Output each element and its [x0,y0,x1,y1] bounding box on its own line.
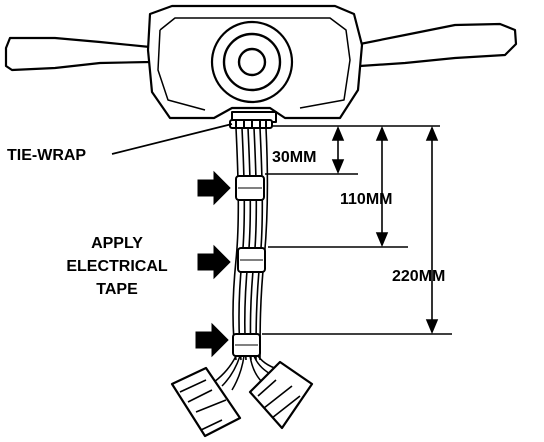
left-connector-face [179,379,227,431]
left-connector [170,366,242,438]
tie-wrap-label: TIE-WRAP [7,147,86,164]
boss-hole [237,47,267,77]
apply-label-line-2: ELECTRICAL [66,258,168,275]
tape-arrows [195,170,231,358]
tie-wrap [229,119,273,129]
wire-harness [232,127,269,361]
switch-assembly [4,4,518,123]
housing-inner-edge [157,17,351,111]
dim-30-label: 30MM [272,149,316,166]
apply-label-line-3: TAPE [96,281,138,298]
left-stalk [4,36,152,72]
arrow-icon [195,322,229,358]
arrow-icon [197,170,231,206]
dim-110-label: 110MM [340,191,392,208]
dimension-lines [262,125,452,335]
right-connector-face [257,379,301,419]
tie-wrap-leader [111,123,233,155]
apply-label-line-1: APPLY [91,235,143,252]
connectors [170,360,314,438]
tape-wraps [232,175,266,357]
right-stalk [353,22,518,68]
arrow-icon [197,244,231,280]
dim-220-label: 220MM [392,268,445,285]
